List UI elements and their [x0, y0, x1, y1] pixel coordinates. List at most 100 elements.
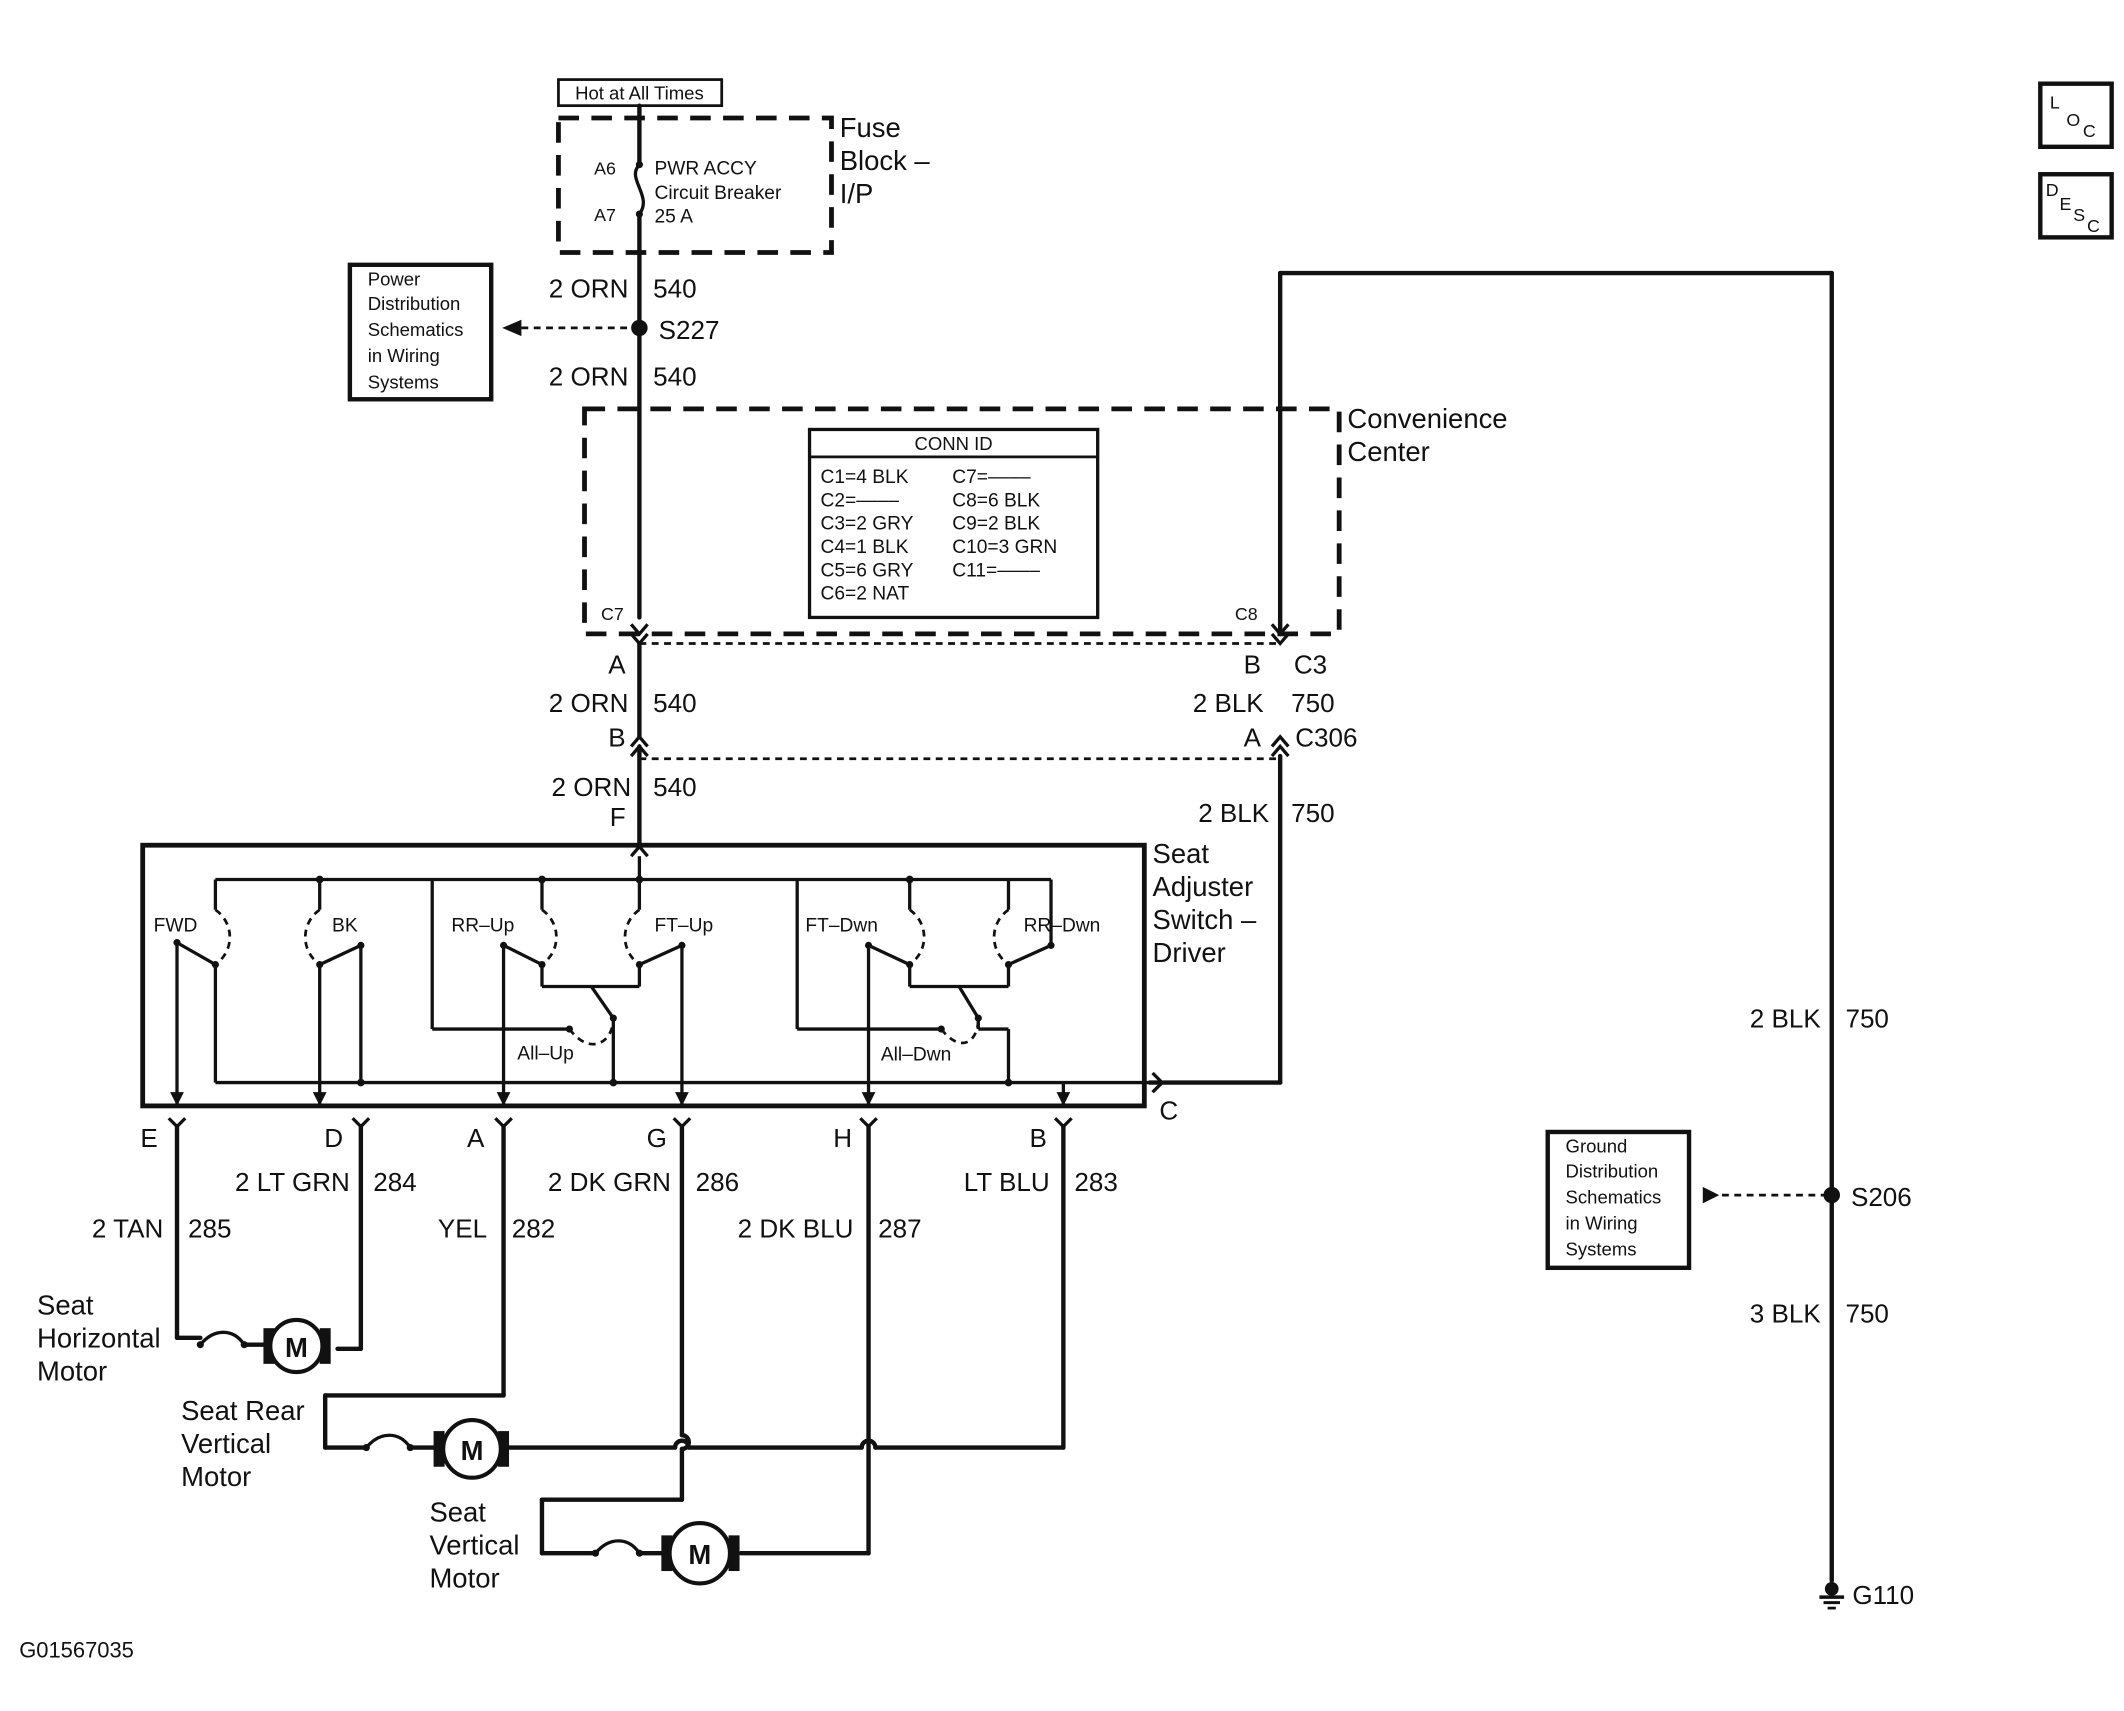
svg-text:A: A — [1244, 722, 1262, 752]
svg-text:282: 282 — [512, 1214, 555, 1244]
svg-text:C306: C306 — [1295, 722, 1357, 752]
svg-text:540: 540 — [653, 772, 696, 802]
svg-text:C8: C8 — [1235, 604, 1258, 624]
svg-text:2 ORN: 2 ORN — [549, 362, 629, 392]
svg-text:H: H — [833, 1123, 852, 1153]
svg-text:2 ORN: 2 ORN — [549, 688, 629, 718]
wire-dk-blu-287: 2 DK BLU 287 — [738, 1124, 922, 1556]
svg-text:Schematics: Schematics — [1566, 1186, 1662, 1207]
svg-text:L: L — [2050, 92, 2060, 112]
svg-text:O: O — [2066, 110, 2080, 130]
svg-text:Block –: Block – — [840, 145, 931, 176]
wire-lt-blu-283: LT BLU 283 — [506, 1124, 1118, 1450]
svg-text:2 LT GRN: 2 LT GRN — [235, 1167, 350, 1197]
svg-text:C4=1 BLK: C4=1 BLK — [821, 537, 909, 558]
convenience-center-label: Convenience — [1347, 403, 1507, 434]
svg-text:C3=2 GRY: C3=2 GRY — [821, 514, 914, 535]
svg-text:286: 286 — [696, 1167, 739, 1197]
svg-text:Systems: Systems — [1566, 1238, 1637, 1259]
svg-text:283: 283 — [1074, 1167, 1117, 1197]
svg-text:C3: C3 — [1294, 650, 1327, 680]
svg-text:C7: C7 — [601, 604, 624, 624]
svg-text:in Wiring: in Wiring — [1566, 1212, 1638, 1233]
svg-text:RR–Dwn: RR–Dwn — [1024, 916, 1101, 937]
svg-text:2 TAN: 2 TAN — [92, 1214, 163, 1244]
svg-text:C1=4 BLK: C1=4 BLK — [821, 467, 909, 488]
wire-lt-grn-284: 2 LT GRN 284 — [235, 1124, 417, 1351]
svg-text:YEL: YEL — [438, 1214, 487, 1244]
svg-text:Switch –: Switch – — [1153, 904, 1257, 935]
switch-internal-wiring: FWD BK RR–Up All–Up — [154, 856, 1150, 1106]
svg-text:I/P: I/P — [840, 178, 874, 209]
svg-text:750: 750 — [1845, 1004, 1888, 1034]
svg-text:3 BLK: 3 BLK — [1750, 1299, 1822, 1329]
svg-text:A6: A6 — [594, 158, 616, 178]
svg-text:S227: S227 — [659, 315, 720, 345]
svg-text:2 DK BLU: 2 DK BLU — [738, 1214, 854, 1244]
connector-c3: A B C3 — [608, 623, 1327, 680]
svg-text:M: M — [688, 1539, 711, 1570]
svg-text:B: B — [1030, 1123, 1047, 1153]
fuse-block-outline — [556, 115, 834, 255]
description-icon[interactable]: D E S C — [2038, 172, 2114, 240]
svg-text:Adjuster: Adjuster — [1153, 871, 1254, 902]
circuit-breaker: A6 A7 PWR ACCY Circuit Breaker 25 A — [594, 103, 782, 227]
svg-text:All–Dwn: All–Dwn — [881, 1045, 951, 1066]
svg-text:F: F — [610, 802, 626, 832]
svg-text:C7=––––: C7=–––– — [952, 467, 1031, 488]
svg-text:Center: Center — [1347, 436, 1429, 467]
location-icon[interactable]: L O C — [2038, 81, 2114, 150]
svg-text:Motor: Motor — [181, 1461, 251, 1492]
figure-id: G01567035 — [19, 1637, 134, 1662]
svg-text:D: D — [2046, 180, 2059, 200]
svg-text:Horizontal: Horizontal — [37, 1322, 161, 1353]
svg-text:C6=2 NAT: C6=2 NAT — [821, 584, 910, 605]
svg-text:G: G — [647, 1123, 667, 1153]
svg-text:25 A: 25 A — [654, 206, 693, 227]
svg-text:C5=6 GRY: C5=6 GRY — [821, 560, 914, 581]
svg-text:Circuit Breaker: Circuit Breaker — [654, 183, 781, 204]
ground-g110: G110 — [1819, 1580, 1914, 1610]
wire-dk-grn-286: 2 DK GRN 286 — [539, 1124, 739, 1556]
svg-text:A: A — [467, 1123, 485, 1153]
ground-reference[interactable]: Ground Distribution Schematics in Wiring… — [1545, 1129, 1825, 1271]
svg-text:540: 540 — [653, 362, 696, 392]
svg-text:C2=––––: C2=–––– — [821, 490, 900, 511]
svg-text:Power: Power — [368, 268, 420, 289]
svg-text:Motor: Motor — [37, 1355, 107, 1386]
svg-text:2 ORN: 2 ORN — [552, 772, 632, 802]
seat-rear-vertical-motor: M Seat Rear Vertical Motor — [181, 1395, 510, 1492]
svg-text:All–Up: All–Up — [517, 1043, 574, 1064]
svg-text:C9=2 BLK: C9=2 BLK — [952, 514, 1040, 535]
splice-s206 — [1823, 1186, 1840, 1204]
seat-adjuster-switch-label: Seat — [1153, 838, 1210, 869]
svg-text:Motor: Motor — [429, 1563, 499, 1594]
svg-text:284: 284 — [373, 1167, 416, 1197]
svg-text:2 BLK: 2 BLK — [1750, 1004, 1822, 1034]
svg-text:C: C — [1159, 1096, 1178, 1126]
svg-text:C: C — [2087, 216, 2100, 236]
svg-text:B: B — [1244, 650, 1261, 680]
svg-text:E: E — [2060, 194, 2072, 214]
svg-text:Distribution: Distribution — [368, 293, 461, 314]
svg-text:FWD: FWD — [154, 916, 198, 937]
connector-c306: B A C306 — [608, 722, 1358, 761]
svg-text:PWR ACCY: PWR ACCY — [654, 158, 757, 179]
svg-text:Vertical: Vertical — [181, 1428, 271, 1459]
svg-text:Seat Rear: Seat Rear — [181, 1395, 305, 1426]
seat-vertical-motor: M Seat Vertical Motor — [429, 1497, 740, 1594]
svg-text:285: 285 — [188, 1214, 231, 1244]
wire-tan-285: 2 TAN 285 — [92, 1124, 231, 1340]
svg-text:2 BLK: 2 BLK — [1193, 688, 1265, 718]
svg-text:Hot at All Times: Hot at All Times — [575, 82, 704, 103]
svg-text:750: 750 — [1291, 798, 1334, 828]
svg-text:2 DK GRN: 2 DK GRN — [548, 1167, 671, 1197]
svg-text:CONN ID: CONN ID — [915, 433, 993, 454]
power-distribution-reference[interactable]: Power Distribution Schematics in Wiring … — [347, 262, 632, 402]
fuse-block-label: Fuse — [840, 112, 901, 143]
svg-text:287: 287 — [878, 1214, 921, 1244]
seat-horizontal-motor: M Seat Horizontal Motor — [37, 1289, 331, 1386]
svg-text:BK: BK — [332, 916, 358, 937]
svg-text:LT BLU: LT BLU — [964, 1167, 1050, 1197]
